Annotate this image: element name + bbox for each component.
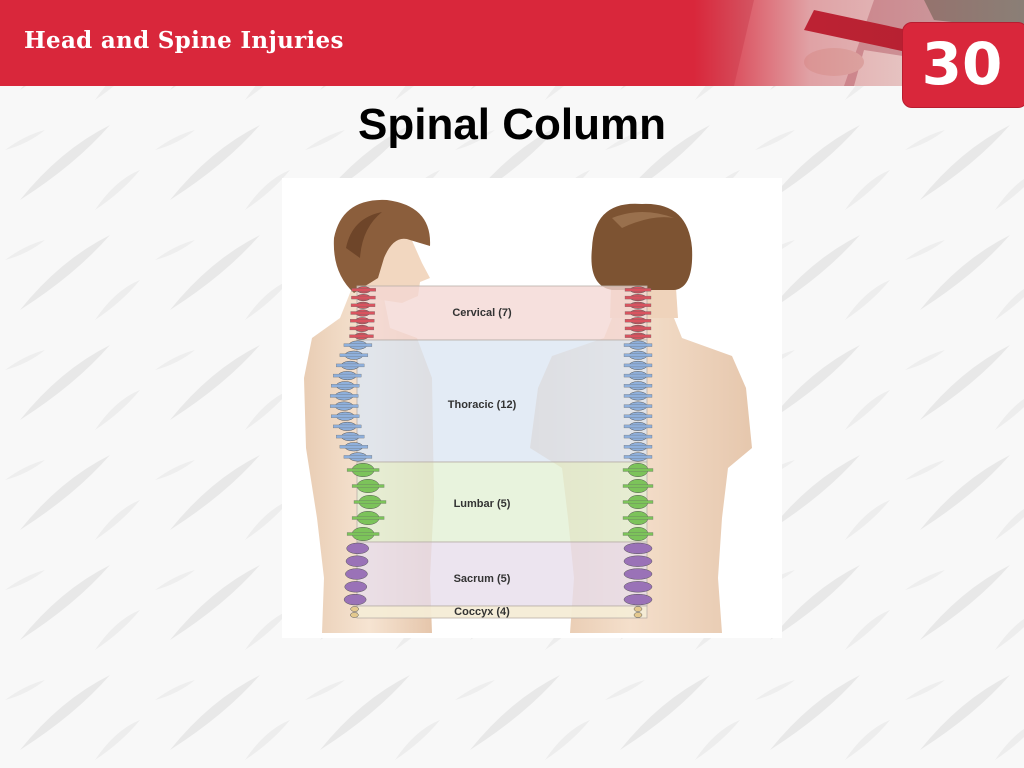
vertebra-process-cervical [350, 303, 376, 307]
header-bar: Head and Spine Injuries [0, 0, 1024, 86]
spinal-column-illustration [304, 199, 752, 633]
vertebra-process-thoracic [623, 353, 653, 357]
region-band-lumbar [356, 461, 648, 543]
vertebra-sacrum [623, 568, 653, 580]
vertebra-process-lumbar [351, 516, 385, 520]
vertebra-process-thoracic [623, 424, 653, 429]
region-band-coccyx [356, 605, 648, 619]
vertebra-process-lumbar [622, 468, 654, 472]
vertebra-process-thoracic [623, 445, 653, 449]
vertebra-process-thoracic [333, 424, 362, 429]
region-label-sacrum: Sacrum (5) [453, 573, 511, 585]
vertebra-process-thoracic [331, 414, 360, 418]
chapter-badge: 30 [902, 22, 1024, 108]
vertebra-process-cervical [624, 288, 652, 292]
vertebra-coccyx [633, 606, 643, 612]
vertebra-process-cervical [624, 295, 652, 300]
vertebra-coccyx [350, 606, 359, 612]
vertebra-process-lumbar [351, 484, 385, 488]
vertebra-sacrum [345, 568, 368, 580]
vertebra-process-cervical [350, 319, 375, 323]
vertebra-sacrum [623, 581, 653, 593]
vertebra-process-cervical [624, 303, 652, 307]
region-bands [356, 285, 648, 619]
vertebra-process-cervical [349, 326, 375, 331]
vertebra-process-cervical [351, 288, 376, 292]
vertebra-process-thoracic [331, 384, 360, 388]
region-band-thoracic [356, 339, 648, 463]
vertebra-sacrum [345, 555, 369, 567]
vertebra-process-thoracic [336, 434, 365, 439]
vertebra-process-thoracic [339, 353, 369, 357]
slide-title: Spinal Column [358, 100, 666, 149]
vertebra-process-thoracic [623, 343, 653, 347]
vertebra-process-thoracic [623, 455, 653, 459]
vertebra-process-cervical [624, 311, 652, 315]
region-label-lumbar: Lumbar (5) [453, 498, 511, 510]
vertebra-process-lumbar [622, 532, 654, 536]
vertebra-process-thoracic [623, 363, 653, 368]
vertebra-process-thoracic [329, 404, 359, 408]
vertebra-sacrum [623, 555, 653, 567]
region-band-cervical [356, 285, 648, 341]
region-label-coccyx: Coccyx (4) [454, 606, 510, 618]
back-spine [622, 286, 654, 618]
vertebra-process-thoracic [339, 445, 369, 449]
vertebra-sacrum [623, 593, 653, 606]
vertebra-process-thoracic [623, 404, 653, 408]
region-label-cervical: Cervical (7) [452, 307, 512, 319]
vertebra-process-cervical [349, 334, 374, 338]
header-title: Head and Spine Injuries [24, 27, 344, 54]
vertebra-process-cervical [624, 326, 652, 331]
vertebra-process-cervical [624, 319, 652, 323]
vertebra-process-thoracic [343, 343, 373, 347]
region-label-thoracic: Thoracic (12) [447, 399, 517, 411]
vertebra-process-thoracic [333, 373, 362, 378]
vertebra-process-lumbar [346, 468, 380, 472]
vertebra-coccyx [633, 612, 643, 618]
side-spine [329, 286, 387, 618]
chapter-number: 30 [921, 30, 1003, 98]
vertebra-process-lumbar [622, 484, 654, 488]
vertebra-coccyx [350, 612, 359, 618]
vertebra-process-thoracic [623, 414, 653, 418]
vertebra-process-thoracic [343, 455, 373, 459]
vertebra-process-thoracic [623, 384, 653, 388]
vertebra-sacrum [623, 542, 653, 555]
vertebra-process-lumbar [353, 500, 387, 504]
vertebra-process-cervical [350, 311, 375, 315]
vertebra-process-thoracic [623, 373, 653, 378]
vertebra-process-lumbar [622, 500, 654, 504]
vertebra-process-lumbar [622, 516, 654, 520]
vertebra-process-thoracic [623, 434, 653, 439]
vertebra-sacrum [346, 542, 369, 555]
vertebra-sacrum [343, 593, 367, 606]
vertebra-process-thoracic [329, 394, 359, 398]
vertebra-process-thoracic [336, 363, 365, 368]
vertebra-process-cervical [624, 334, 652, 338]
vertebra-process-lumbar [346, 532, 380, 536]
vertebra-process-cervical [351, 295, 376, 300]
vertebra-process-thoracic [623, 394, 653, 398]
vertebra-sacrum [344, 581, 368, 593]
spinal-column-figure: Cervical (7) Thoracic (12) Lumbar (5) Sa… [282, 178, 782, 638]
